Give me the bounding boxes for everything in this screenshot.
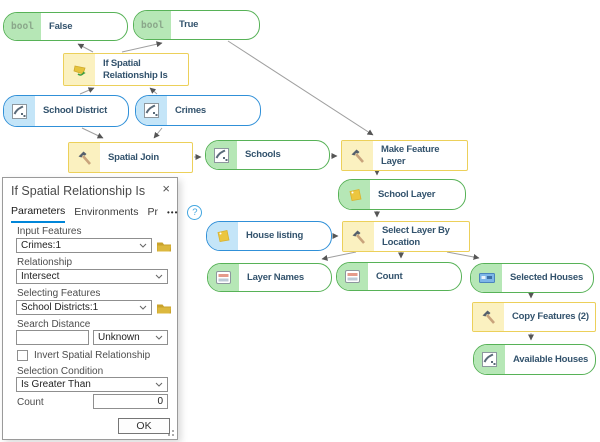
browse-folder-button[interactable] xyxy=(155,301,173,315)
feature-class-icon xyxy=(136,96,167,125)
dialog-title: If Spatial Relationship Is xyxy=(11,184,146,198)
resize-grip[interactable] xyxy=(172,434,174,436)
ok-button[interactable]: OK xyxy=(118,418,170,434)
dialog-tabs: Parameters Environments Pr ••• ? xyxy=(11,205,203,223)
node-label: House listing xyxy=(246,230,304,242)
invert-label: Invert Spatial Relationship xyxy=(34,350,151,361)
feature-class-icon xyxy=(474,345,505,374)
tab-environments[interactable]: Environments xyxy=(74,206,139,218)
tool-dialog: If Spatial Relationship Is × Parameters … xyxy=(2,177,203,440)
node-label: True xyxy=(179,19,199,31)
invert-checkbox[interactable] xyxy=(17,350,28,361)
model-node-copy-features[interactable]: Copy Features (2) xyxy=(472,302,596,332)
tab-properties-truncated[interactable]: Pr xyxy=(147,206,158,218)
node-label: Spatial Join xyxy=(108,151,159,163)
value-table-icon xyxy=(208,264,239,291)
chevron-down-icon xyxy=(139,243,147,248)
relationship-value: Intersect xyxy=(21,271,60,282)
selecting-features-value: School Districts:1 xyxy=(21,302,99,313)
count-input[interactable] xyxy=(93,394,168,409)
node-label: School Layer xyxy=(378,188,436,200)
chevron-down-icon xyxy=(155,382,163,387)
node-label: Schools xyxy=(245,149,281,161)
chevron-down-icon xyxy=(155,274,163,279)
model-node-school-district[interactable]: School District xyxy=(3,95,129,127)
layer-icon xyxy=(339,180,370,209)
hammer-icon xyxy=(69,143,100,172)
browse-folder-button[interactable] xyxy=(155,239,173,253)
chevron-down-icon xyxy=(155,335,163,340)
close-icon[interactable]: × xyxy=(162,181,170,196)
search-distance-unit-value: Unknown xyxy=(98,332,140,343)
model-node-layer-names[interactable]: Layer Names xyxy=(207,263,332,292)
model-node-if-spatial-relationship-is[interactable]: If Spatial Relationship Is xyxy=(63,53,189,86)
model-node-spatial-join[interactable]: Spatial Join xyxy=(68,142,193,173)
input-features-value: Crimes:1 xyxy=(21,240,62,251)
node-label: Select Layer By Location xyxy=(382,224,450,248)
model-node-true[interactable]: bool True xyxy=(133,10,260,40)
chevron-down-icon xyxy=(139,305,147,310)
model-node-house-listing[interactable]: House listing xyxy=(206,221,332,251)
value-table-icon xyxy=(337,263,368,290)
feature-class-icon xyxy=(206,141,237,169)
node-label: Make Feature Layer xyxy=(381,143,440,167)
relationship-label: Relationship xyxy=(17,257,73,268)
model-node-available-houses[interactable]: Available Houses xyxy=(473,344,596,375)
node-label: School District xyxy=(43,105,108,117)
hammer-icon xyxy=(473,303,504,331)
model-node-make-feature-layer[interactable]: Make Feature Layer xyxy=(341,140,468,171)
selection-condition-value: Is Greater Than xyxy=(21,379,91,390)
input-features-select[interactable]: Crimes:1 xyxy=(16,238,152,253)
model-node-false[interactable]: bool False xyxy=(3,12,128,41)
model-node-selected-houses[interactable]: Selected Houses xyxy=(470,263,594,293)
tab-parameters[interactable]: Parameters xyxy=(11,205,66,223)
model-node-school-layer[interactable]: School Layer xyxy=(338,179,466,210)
node-label: Available Houses xyxy=(513,353,589,365)
node-label: If Spatial Relationship Is xyxy=(103,57,168,81)
hammer-icon xyxy=(342,141,373,170)
selecting-features-label: Selecting Features xyxy=(17,288,101,299)
tab-overflow-icon[interactable]: ••• xyxy=(166,208,179,217)
model-node-crimes[interactable]: Crimes xyxy=(135,95,261,126)
layer-icon xyxy=(207,222,238,250)
feature-class-icon xyxy=(4,96,35,126)
bool-icon: bool xyxy=(4,13,41,40)
bool-icon: bool xyxy=(134,11,171,39)
selection-condition-label: Selection Condition xyxy=(17,366,104,377)
folder-icon xyxy=(157,304,171,314)
folder-icon xyxy=(157,242,171,252)
node-label: Selected Houses xyxy=(510,272,584,284)
model-node-select-layer-by-location[interactable]: Select Layer By Location xyxy=(342,221,470,252)
node-label: Copy Features (2) xyxy=(512,311,589,323)
help-icon[interactable]: ? xyxy=(187,205,203,220)
selected-layer-icon xyxy=(471,264,502,292)
input-features-label: Input Features xyxy=(17,226,82,237)
model-node-schools[interactable]: Schools xyxy=(205,140,330,170)
node-label: Count xyxy=(376,270,403,282)
search-distance-unit-select[interactable]: Unknown xyxy=(93,330,168,345)
search-distance-label: Search Distance xyxy=(17,319,91,330)
if-logical-tool-icon xyxy=(64,54,95,85)
model-node-count[interactable]: Count xyxy=(336,262,462,291)
search-distance-input[interactable] xyxy=(16,330,89,345)
node-label: False xyxy=(49,20,73,32)
count-label: Count xyxy=(17,397,44,408)
node-label: Crimes xyxy=(175,104,207,116)
relationship-select[interactable]: Intersect xyxy=(16,269,168,284)
selection-condition-select[interactable]: Is Greater Than xyxy=(16,377,168,392)
hammer-icon xyxy=(343,222,374,251)
node-label: Layer Names xyxy=(247,271,304,283)
selecting-features-select[interactable]: School Districts:1 xyxy=(16,300,152,315)
